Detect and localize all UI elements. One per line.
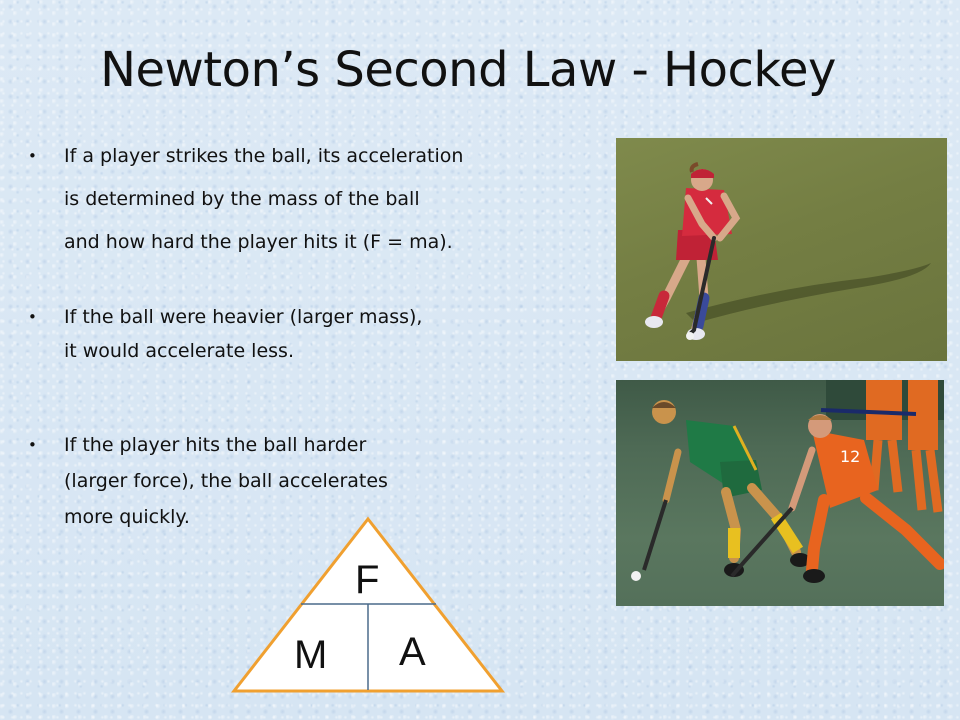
hockey-match-illustration: 12 [631, 380, 944, 583]
hockey-photo-match-action: 12 [616, 380, 944, 606]
bullet-line: If a player strikes the ball, its accele… [64, 145, 464, 167]
bullet-line: (larger force), the ball accelerates [64, 470, 388, 492]
slide-title: Newton’s Second Law - Hockey [100, 42, 836, 98]
bullet-item: • If the player hits the ball harder (la… [28, 427, 588, 535]
bullet-line: is determined by the mass of the ball [64, 188, 420, 210]
bullet-marker: • [28, 436, 37, 454]
bullet-line: and how hard the player hits it (F = ma)… [64, 231, 453, 253]
hockey-photo-red-player [616, 138, 947, 361]
formula-triangle [230, 516, 506, 693]
bullet-item: • If a player strikes the ball, its acce… [28, 135, 588, 264]
triangle-label-mass: M [294, 633, 328, 677]
bullet-line: more quickly. [64, 506, 190, 528]
triangle-label-force: F [355, 558, 380, 602]
bullet-line: If the ball were heavier (larger mass), [64, 306, 423, 328]
bullet-marker: • [28, 308, 37, 326]
hockey-player-illustration [645, 162, 931, 340]
bullet-item: • If the ball were heavier (larger mass)… [28, 300, 588, 368]
bullet-marker: • [28, 147, 37, 165]
svg-text:12: 12 [840, 447, 860, 466]
triangle-label-acceleration: A [399, 630, 426, 674]
bullet-line: If the player hits the ball harder [64, 434, 367, 456]
bullet-line: it would accelerate less. [64, 340, 294, 362]
